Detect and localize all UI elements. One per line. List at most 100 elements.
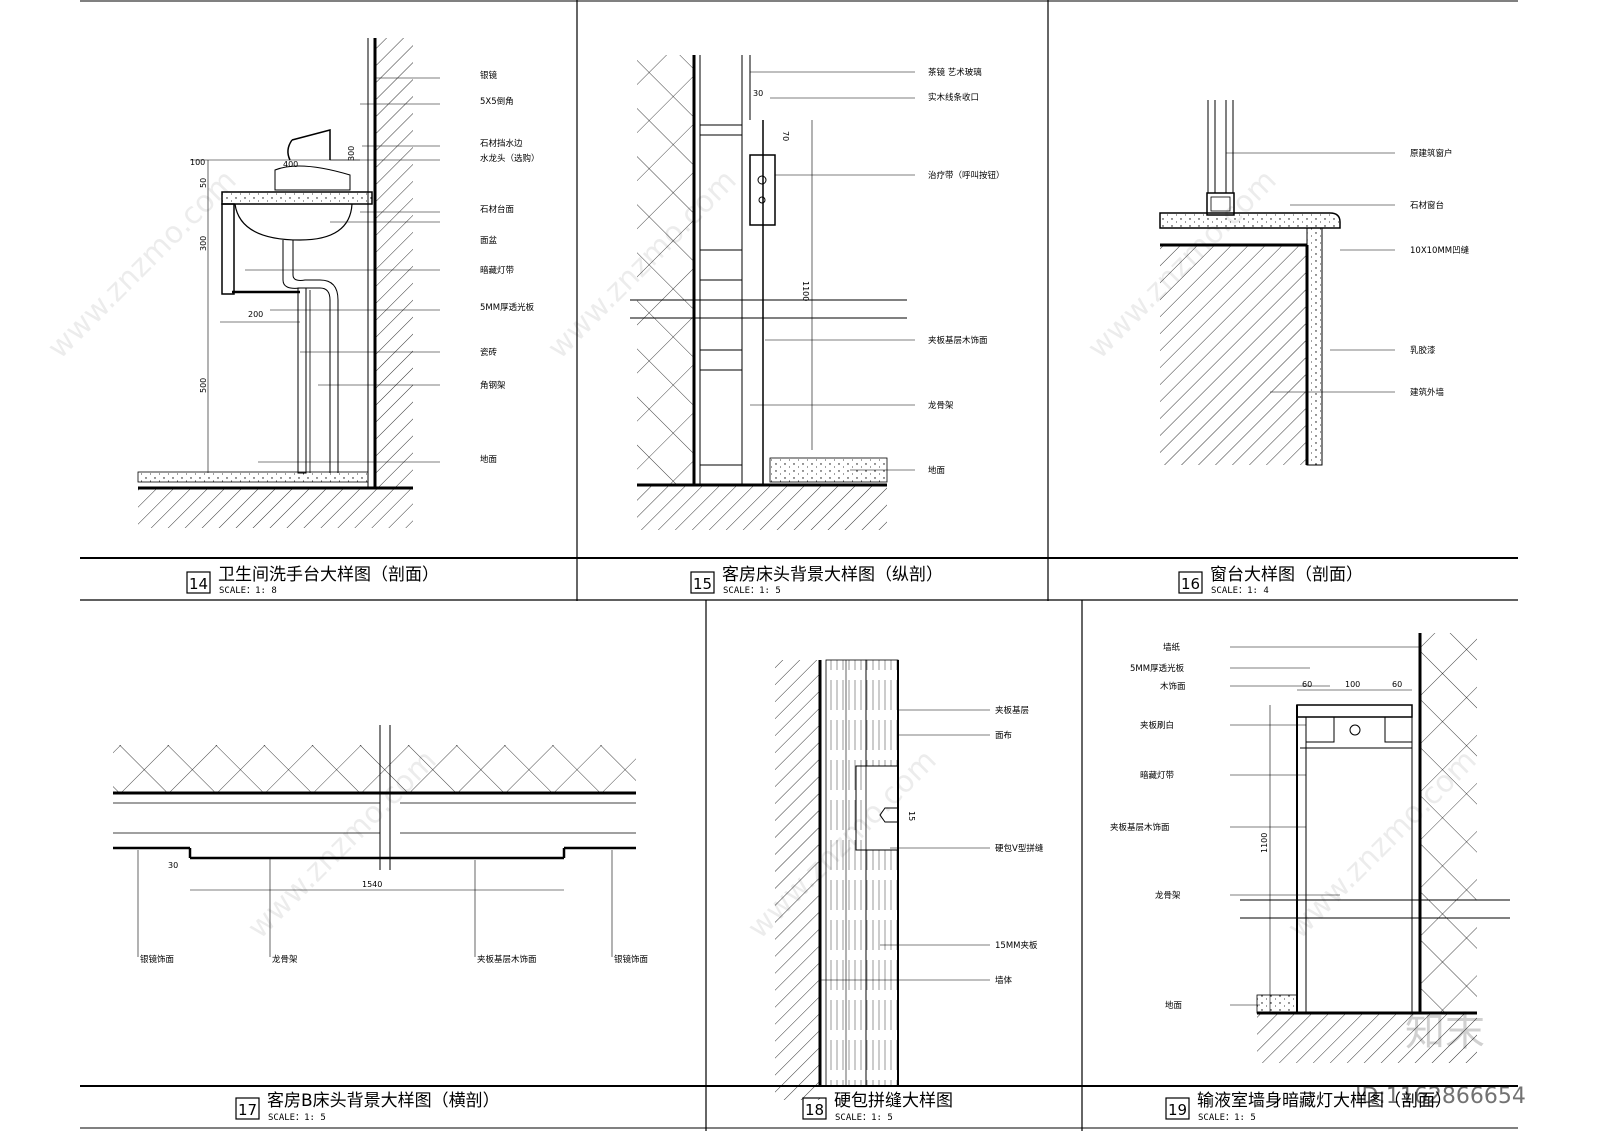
label: 石材窗台 [1410,200,1444,211]
dim: 400 [283,160,298,169]
label: 实木线条收口 [928,92,979,103]
watermark-site: www.znzmo.com [41,163,244,366]
panel-scale: SCALE：1: 4 [1211,586,1269,596]
dim: 1540 [362,880,382,889]
label: 5X5倒角 [480,96,514,107]
panel-scale: SCALE：1: 5 [723,586,781,596]
dim: 100 [190,158,205,167]
label: 龙骨架 [272,954,298,965]
label: 角钢架 [480,380,506,391]
panel-number: 15 [693,575,712,593]
label: 乳胶漆 [1410,345,1436,356]
sheet-frame [80,0,1518,1131]
label: 木饰面 [1160,681,1186,692]
panel-16-title: 16 窗台大样图（剖面） SCALE：1: 4 [1178,565,1363,596]
dim: 50 [199,178,208,188]
dim: 60 [1302,680,1312,689]
panel-scale: SCALE：1: 5 [268,1113,326,1123]
label: 硬包V型拼缝 [995,843,1044,854]
panel-16-drawing [1159,100,1395,466]
panel-14-title: 14 卫生间洗手台大样图（剖面） SCALE：1: 8 [186,565,439,596]
dim: 500 [199,378,208,393]
panel-number: 17 [238,1101,257,1119]
dim: 300 [199,236,208,251]
panel-18-labels: 夹板基层 面布 硬包V型拼缝 15MM夹板 墙体 15 [907,705,1044,986]
label: 暗藏灯带 [480,265,515,276]
panel-title: 输液室墙身暗藏灯大样图（剖面） [1197,1091,1452,1111]
dim: 200 [248,310,263,319]
label: 夹板基层木饰面 [477,954,537,965]
panel-title: 客房床头背景大样图（纵剖） [722,565,943,585]
label: 暗藏灯带 [1140,770,1175,781]
panel-scale: SCALE：1: 5 [1198,1113,1256,1123]
watermark-logo: 知末 [1405,1009,1485,1055]
panel-19-drawing [1230,633,1510,1063]
label: 5MM厚透光板 [480,302,535,313]
label: 地面 [928,465,946,476]
panel-15-labels: 茶镜 艺术玻璃 实木线条收口 治疗带（呼叫按钮） 夹板基层木饰面 龙骨架 地面 … [753,67,1005,476]
label: 建筑外墙 [1410,387,1445,398]
panel-scale: SCALE：1: 5 [835,1113,893,1123]
panel-title: 卫生间洗手台大样图（剖面） [218,565,439,585]
label: 夹板基层木饰面 [1110,822,1170,833]
label: 10X10MM凹缝 [1410,245,1470,256]
label: 石材台面 [480,204,515,215]
dim: 30 [168,861,178,870]
label: 5MM厚透光板 [1130,663,1185,674]
panel-number-box [690,571,715,594]
label: 银镜 [480,70,498,81]
dim: 70 [781,131,790,141]
dim: 300 [347,146,356,161]
label: 15MM夹板 [995,940,1038,951]
panel-14-drawing [137,38,440,528]
label: 银镜饰面 [614,954,649,965]
label: 水龙头（选购） [480,153,540,164]
panel-number: 14 [189,575,208,593]
panel-18-drawing [775,659,990,1100]
panel-17-drawing [113,725,636,957]
panel-title: 客房B床头背景大样图（横剖） [267,1091,500,1111]
panel-number: 16 [1181,575,1200,593]
label: 面盆 [480,235,498,246]
panel-number-box [186,571,211,594]
label: 面布 [995,730,1012,741]
label: 墙纸 [1163,642,1181,653]
watermark-id: ID:1162866654 [1355,1084,1526,1109]
label: 墙体 [995,975,1013,986]
label: 龙骨架 [1155,890,1181,901]
dim: 1100 [1260,833,1269,853]
label: 银镜饰面 [140,954,175,965]
panel-number: 19 [1168,1101,1187,1119]
label: 夹板基层 [995,705,1029,716]
label: 瓷砖 [480,347,498,358]
dim: 30 [753,89,763,98]
label: 夹板基层木饰面 [928,335,988,346]
panel-number-box [235,1097,260,1120]
dim: 1100 [801,281,810,301]
label: 地面 [1165,1000,1183,1011]
label: 原建筑窗户 [1410,148,1453,159]
panel-14-labels: 银镜 5X5倒角 石材挡水边 水龙头（选购） 石材台面 面盆 暗藏灯带 5MM厚… [190,70,540,465]
label: 茶镜 艺术玻璃 [928,67,982,78]
dim: 60 [1392,680,1402,689]
label: 石材挡水边 [480,138,523,149]
panel-scale: SCALE：1: 8 [219,586,277,596]
panel-number-box [1165,1097,1190,1120]
dim: 100 [1345,680,1360,689]
panel-number-box [802,1097,827,1120]
panel-17-labels: 银镜饰面 龙骨架 夹板基层木饰面 银镜饰面 30 1540 [140,861,649,965]
panel-15-drawing [630,55,915,530]
panel-19-title: 19 输液室墙身暗藏灯大样图（剖面） SCALE：1: 5 [1165,1091,1452,1123]
panel-title: 窗台大样图（剖面） [1210,565,1363,585]
panel-19-labels: 墙纸 5MM厚透光板 木饰面 夹板刷白 暗藏灯带 夹板基层木饰面 龙骨架 地面 … [1110,642,1402,1011]
label: 夹板刷白 [1140,720,1174,731]
panel-16-labels: 原建筑窗户 石材窗台 10X10MM凹缝 乳胶漆 建筑外墙 [1410,148,1470,398]
label: 地面 [480,454,498,465]
panel-number: 18 [805,1101,824,1119]
label: 治疗带（呼叫按钮） [928,170,1005,181]
panel-18-title: 18 硬包拼缝大样图 SCALE：1: 5 [802,1091,953,1123]
dim: 15 [907,811,916,821]
panel-17-title: 17 客房B床头背景大样图（横剖） SCALE：1: 5 [235,1091,500,1123]
panel-title: 硬包拼缝大样图 [834,1091,953,1111]
